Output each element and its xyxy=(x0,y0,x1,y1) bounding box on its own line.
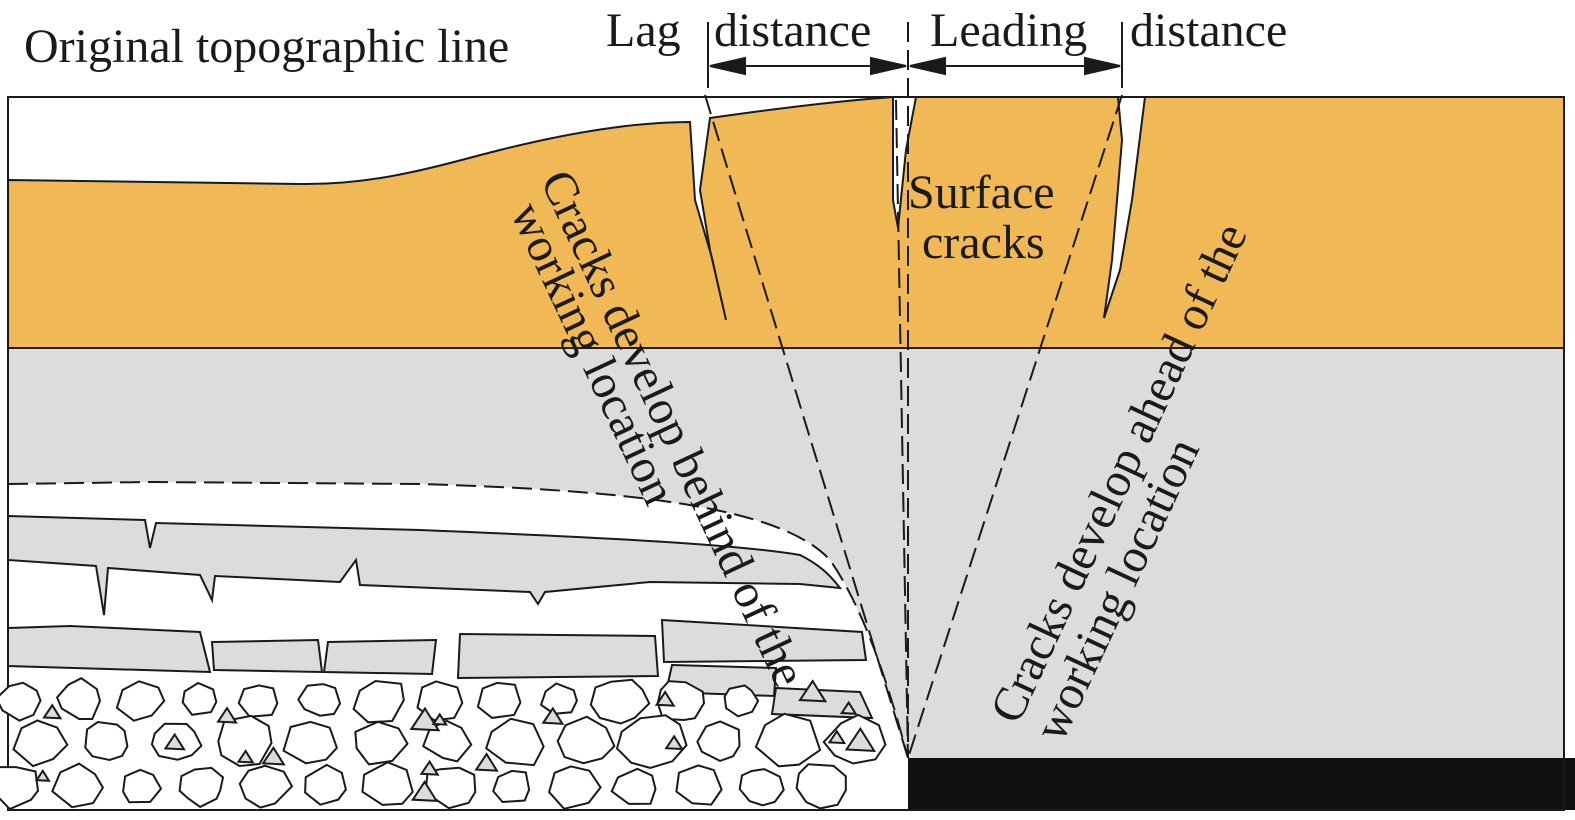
behind-crack-line-outer xyxy=(704,94,909,759)
rubble-rock xyxy=(754,712,822,768)
rubble-rock xyxy=(556,715,616,765)
rubble-rock xyxy=(0,766,40,811)
rubble-rock xyxy=(485,717,545,767)
stratum-block-3 xyxy=(322,638,438,676)
label-surface-cracks-1: Surface xyxy=(908,166,1055,219)
rubble-rock xyxy=(55,677,102,720)
rubble-shard xyxy=(431,712,448,726)
rubble-rock xyxy=(361,761,414,806)
rubble-rock xyxy=(217,714,273,768)
rubble-rock xyxy=(352,679,405,724)
rubble-shard xyxy=(42,703,63,720)
stratum-block-1 xyxy=(7,624,212,674)
rubble-shard xyxy=(410,780,439,802)
rubble-rock xyxy=(178,766,225,809)
leading-distance-arrow xyxy=(909,56,1121,76)
rubble-shard xyxy=(541,706,565,725)
rubble-rock xyxy=(492,769,531,804)
coal-seam xyxy=(908,758,1575,810)
label-surface-cracks-2: cracks xyxy=(922,216,1045,269)
rubble-rock xyxy=(696,720,741,762)
rubble-shard xyxy=(798,679,828,703)
rubble-rock xyxy=(675,764,723,806)
rubble-shard xyxy=(827,729,847,745)
rubble-rock xyxy=(547,765,602,810)
rubble-rock xyxy=(795,763,847,810)
caved-strata xyxy=(7,514,874,720)
rubble-rock xyxy=(723,684,760,718)
rubble-shard xyxy=(419,759,440,776)
rubble-rock xyxy=(656,680,706,722)
rubble-rock xyxy=(589,678,651,725)
stratum-block-4 xyxy=(456,632,660,680)
topsoil-layer xyxy=(7,95,1565,349)
rubble-rock xyxy=(416,680,464,722)
stratum-block-upper-long xyxy=(7,514,843,616)
rubble-rock xyxy=(122,768,163,804)
caved-rubble xyxy=(0,677,887,811)
rubble-shard xyxy=(216,706,238,724)
rubble-shard xyxy=(654,690,676,707)
lag-distance-arrow xyxy=(709,56,907,76)
rubble-rock xyxy=(539,682,578,715)
rubble-rock xyxy=(610,767,657,805)
rubble-rock xyxy=(12,719,69,768)
rubble-shard xyxy=(839,700,858,715)
rubble-shard xyxy=(261,745,286,766)
label-leading: Leading xyxy=(930,4,1087,57)
rubble-rock xyxy=(304,763,347,806)
label-lag-distance: distance xyxy=(714,4,871,57)
ahead-crack-line xyxy=(907,94,1123,759)
rubble-shard xyxy=(34,769,51,782)
rubble-shard xyxy=(163,732,186,751)
rubble-shard xyxy=(844,726,877,752)
rubble-rock xyxy=(238,764,294,809)
rubble-rock xyxy=(297,683,342,717)
stratum-block-5 xyxy=(660,618,868,664)
rubble-rock xyxy=(181,681,218,716)
rubble-rock xyxy=(738,768,785,807)
frame xyxy=(7,96,1565,811)
rubble-rock xyxy=(115,680,166,722)
rubble-rock xyxy=(424,766,477,810)
label-leading-distance: distance xyxy=(1130,4,1287,57)
rubble-rock xyxy=(282,720,339,765)
rubble-rock xyxy=(476,681,522,719)
rubble-rock xyxy=(615,714,688,769)
label-lag: Lag xyxy=(606,4,681,57)
rubble-rock xyxy=(237,684,279,718)
rubble-shard xyxy=(474,752,499,772)
rubble-rock xyxy=(51,762,105,809)
stratum-block-2 xyxy=(210,638,324,674)
rubble-shard xyxy=(664,734,684,751)
rubble-rock xyxy=(0,681,42,722)
rubble-rock xyxy=(84,720,129,762)
rubble-shard xyxy=(236,749,255,764)
behind-crack-line-inner xyxy=(895,99,909,759)
label-original-topographic-line: Original topographic line xyxy=(24,20,509,73)
